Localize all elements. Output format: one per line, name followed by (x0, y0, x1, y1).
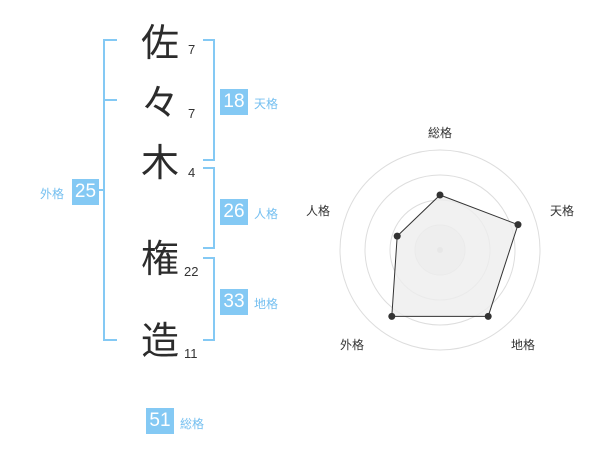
radar-axis-label-jinkaku: 人格 (306, 204, 331, 218)
stroke-count-5: 11 (184, 346, 198, 361)
kanji-char-3: 木 (140, 141, 179, 185)
kanji-char-2: 々 (140, 81, 179, 125)
radar-axis-label-soukaku: 総格 (428, 126, 453, 140)
tenkaku-value-badge: 18 (220, 89, 248, 115)
radar-point-地格 (484, 312, 492, 320)
stroke-count-3: 4 (188, 165, 196, 180)
radar-ring-3 (364, 174, 516, 326)
chikaku-value-badge: 33 (220, 289, 248, 315)
jinkaku-label: 人格 (254, 207, 279, 221)
chikaku-label: 地格 (254, 297, 279, 311)
radar-ring-4 (339, 149, 541, 351)
tenkaku-label: 天格 (254, 97, 279, 111)
kanji-char-5: 造 (140, 319, 179, 363)
soukaku-value-badge: 51 (146, 408, 174, 434)
kanji-char-1: 佐 (140, 21, 179, 65)
radar-point-外格 (388, 312, 396, 320)
radar-shape (391, 194, 519, 317)
radar-point-人格 (393, 232, 401, 240)
radar-axis-label-chikaku: 地格 (511, 338, 536, 352)
gaikaku-label: 外格 (40, 187, 65, 201)
gaikaku-bracket (103, 39, 117, 341)
stroke-count-2: 7 (188, 106, 196, 121)
jinkaku-value-badge: 26 (220, 199, 248, 225)
radar-point-天格 (514, 221, 522, 229)
tenkaku-bracket (203, 39, 215, 161)
radar-points (388, 191, 522, 320)
chikaku-bracket (203, 257, 215, 341)
jinkaku-bracket (203, 167, 215, 249)
stroke-count-1: 7 (188, 42, 196, 57)
stroke-count-4: 22 (184, 264, 199, 279)
radar-chart (339, 149, 541, 351)
soukaku-label: 総格 (180, 417, 205, 431)
radar-point-総格 (436, 191, 444, 199)
radar-axis-label-tenkaku: 天格 (550, 204, 575, 218)
kanji-char-4: 権 (140, 237, 179, 281)
radar-axis-label-gaikaku: 外格 (340, 338, 365, 352)
gaikaku-value-badge: 25 (72, 179, 99, 205)
